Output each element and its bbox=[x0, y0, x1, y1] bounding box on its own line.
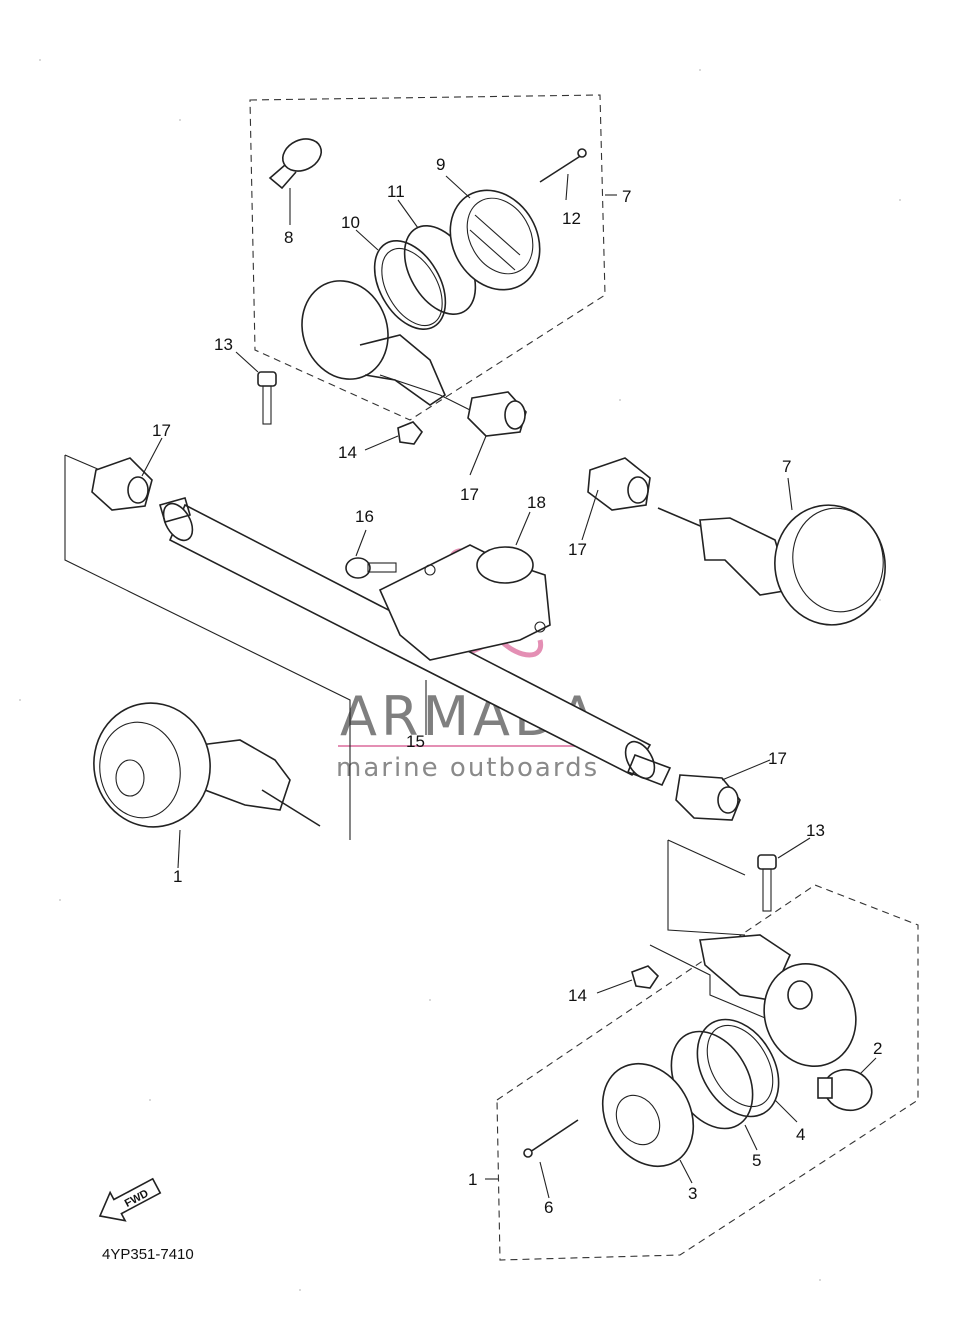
screw-12-icon bbox=[539, 148, 587, 183]
callout-2: 2 bbox=[873, 1039, 882, 1058]
callout-13-top: 13 bbox=[214, 335, 233, 354]
ring-10-icon bbox=[373, 240, 447, 330]
scan-noise bbox=[19, 59, 901, 1291]
damper-17-right-icon bbox=[675, 774, 741, 821]
lamp-7-right-icon bbox=[699, 504, 886, 626]
callout-16: 16 bbox=[355, 507, 374, 526]
callout-6: 6 bbox=[544, 1198, 553, 1217]
callout-18: 18 bbox=[527, 493, 546, 512]
damper-17-mid-icon bbox=[587, 457, 651, 511]
center-bar-assembly bbox=[64, 437, 771, 840]
callout-17-right: 17 bbox=[768, 749, 787, 768]
bolt-13-icon bbox=[257, 371, 277, 425]
stay-18-icon bbox=[378, 544, 551, 661]
lens-9-icon bbox=[449, 189, 541, 291]
lamp-housing-7-icon bbox=[301, 280, 471, 411]
ring-4-icon bbox=[696, 1018, 780, 1118]
part-code: 4YP351-7410 bbox=[102, 1246, 194, 1263]
fwd-arrow-icon: FWD bbox=[98, 1177, 162, 1222]
callout-5: 5 bbox=[752, 1151, 761, 1170]
callout-7-top: 7 bbox=[622, 187, 631, 206]
callout-17-left: 17 bbox=[152, 421, 171, 440]
callout-12: 12 bbox=[562, 209, 581, 228]
watermark-subtitle: marine outboards bbox=[336, 753, 599, 783]
frame-right bbox=[667, 839, 746, 936]
assembly-7-top bbox=[235, 94, 617, 476]
bulb-8-icon bbox=[268, 138, 323, 225]
leaders-top bbox=[235, 173, 617, 476]
callout-11: 11 bbox=[387, 182, 405, 201]
callout-10: 10 bbox=[341, 213, 360, 232]
assembly-1-bottom bbox=[485, 837, 919, 1261]
assembly-7-right bbox=[581, 457, 886, 626]
fwd-label: FWD bbox=[123, 1188, 151, 1210]
callout-17-top: 17 bbox=[460, 485, 479, 504]
bolt-16-icon bbox=[345, 557, 436, 579]
callout-14-top: 14 bbox=[338, 443, 357, 462]
callout-9: 9 bbox=[436, 155, 445, 174]
callouts: 9 11 10 12 7 8 13 14 17 17 16 18 17 7 15… bbox=[152, 155, 882, 1217]
callout-15: 15 bbox=[406, 732, 425, 751]
callout-7-right: 7 bbox=[782, 457, 791, 476]
callout-4: 4 bbox=[796, 1125, 805, 1144]
callout-1-bottom: 1 bbox=[468, 1170, 477, 1189]
group-box-1 bbox=[496, 884, 919, 1261]
group-box-7 bbox=[249, 94, 606, 421]
bulb-2-icon bbox=[817, 1068, 873, 1112]
nut-14-icon bbox=[397, 421, 424, 445]
callout-13-bottom: 13 bbox=[806, 821, 825, 840]
damper-17-icon bbox=[467, 391, 527, 437]
bolt-13-bottom-icon bbox=[757, 854, 777, 912]
callout-1-left: 1 bbox=[173, 867, 182, 886]
callout-17-mid: 17 bbox=[568, 540, 587, 559]
callout-14-bottom: 14 bbox=[568, 986, 587, 1005]
screw-6-icon bbox=[523, 1119, 579, 1158]
callout-8: 8 bbox=[284, 228, 293, 247]
callout-3: 3 bbox=[688, 1184, 697, 1203]
nut-14-bottom-icon bbox=[631, 965, 660, 989]
lens-3-icon bbox=[601, 1062, 695, 1168]
damper-17-left-icon bbox=[91, 457, 153, 511]
lamp-1-left-icon bbox=[93, 702, 321, 869]
housing-2-icon bbox=[699, 934, 857, 1068]
frame-left bbox=[64, 455, 351, 840]
